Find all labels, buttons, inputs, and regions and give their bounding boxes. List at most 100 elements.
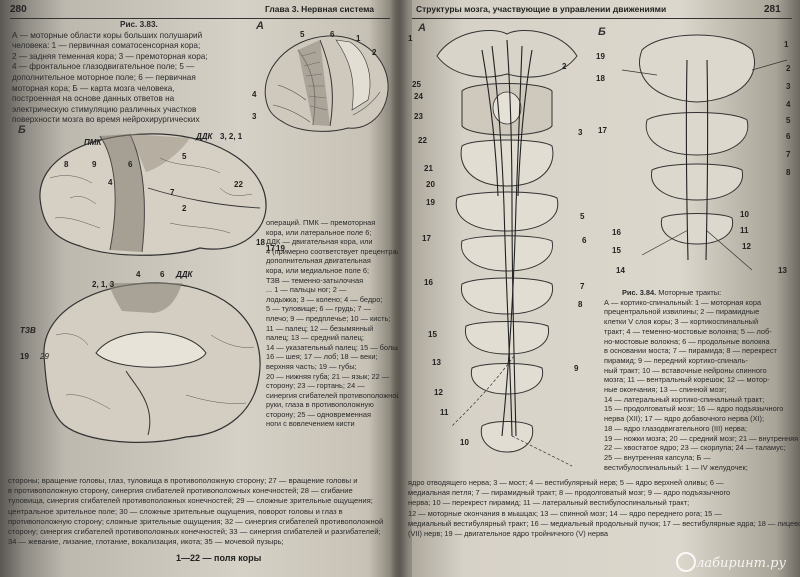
watermark-logo-icon bbox=[676, 552, 696, 572]
column-line: сторону; 25 — одновременная bbox=[266, 409, 371, 419]
caption-line: 19 — ножки мозга; 20 — средний мозг; 21 … bbox=[604, 433, 800, 443]
caption-line: поверхности мозга во время нейрохирургич… bbox=[12, 115, 200, 125]
column-line: плечо; 9 — предплечье; 10 — кисть; bbox=[266, 313, 391, 323]
brain-motor-areas-figure bbox=[264, 35, 389, 132]
vestib-label: 7 bbox=[786, 150, 791, 159]
tract-label: 23 bbox=[414, 112, 423, 121]
brain-label: 6 bbox=[330, 30, 335, 39]
column-line: 4 (примерно соответствует прецентральной… bbox=[266, 246, 398, 256]
caption-line: 18 — ядро глазодвигательного (III) нерва… bbox=[604, 423, 747, 433]
right-caption-title: Рис. 3.84. bbox=[622, 288, 657, 297]
brain-b-label: 22 bbox=[234, 180, 243, 189]
left-footer: 1—22 — поля коры bbox=[176, 553, 262, 563]
right-panel-b-label: Б bbox=[598, 26, 606, 38]
brain-b-label: 5 bbox=[182, 152, 187, 161]
medial-label: 2, 1, 3 bbox=[92, 280, 115, 289]
caption-line: построенная на основе данных ответов на bbox=[12, 94, 175, 104]
column-line: палец; 13 — средний палец; bbox=[266, 333, 364, 343]
watermark: лабиринт.ру bbox=[696, 556, 786, 571]
vestib-label: 18 bbox=[596, 74, 605, 83]
zone-pmk-label: ПМК bbox=[84, 138, 102, 147]
left-panel-a-label: А bbox=[256, 20, 264, 32]
tract-label: 12 bbox=[434, 388, 443, 397]
column-line: ноги с вовлечением кисти bbox=[266, 419, 355, 429]
column-line: верхняя часть; 19 — губы; bbox=[266, 361, 357, 371]
caption-line: нерва (XII); 17 — ядро добавочного нерва… bbox=[604, 414, 765, 424]
column-line: лодыжка; 3 — колено; 4 — бедро; bbox=[266, 294, 383, 304]
caption-line: вестибулоспинальный: 1 — IV желудочек; bbox=[604, 462, 748, 472]
vestib-label: 10 bbox=[740, 210, 749, 219]
left-column-text: операций. ПМК — премоторная кора, или ла… bbox=[266, 218, 398, 429]
left-figure-caption: Рис. 3.83. А — моторные области коры бол… bbox=[12, 20, 252, 126]
tract-label: 7 bbox=[580, 282, 585, 291]
brain-label: 4 bbox=[252, 90, 257, 99]
caption-line: прецентральной извилины; 2 — пирамидные bbox=[604, 307, 760, 317]
vestib-label: 15 bbox=[612, 246, 621, 255]
tract-label: 10 bbox=[460, 438, 469, 447]
zone-ddk-medial-label: ДДК bbox=[176, 270, 193, 279]
bottom-line: 12 — моторные окончания в мышцах; 13 — с… bbox=[408, 508, 722, 518]
column-line: 20 — нижняя губа; 21 — язык; 22 — bbox=[266, 371, 390, 381]
right-page: Структуры мозга, участвующие в управлени… bbox=[402, 0, 800, 577]
left-running-head: Глава 3. Нервная система bbox=[265, 4, 375, 14]
brain-label: 1 bbox=[356, 34, 361, 43]
vestib-label: 5 bbox=[786, 116, 791, 125]
medial-label: 29 bbox=[40, 352, 49, 361]
brain-label: 3 bbox=[252, 112, 257, 121]
brain-b-label: 8 bbox=[64, 160, 69, 169]
caption-line: А — моторные области коры больших полуша… bbox=[12, 30, 203, 40]
tract-label: 15 bbox=[428, 330, 437, 339]
tract-label: 1 bbox=[408, 34, 413, 43]
tract-label: 6 bbox=[582, 236, 587, 245]
vestib-label: 3 bbox=[786, 82, 791, 91]
vestib-label: 17 bbox=[598, 126, 607, 135]
bottom-line: сторону; синергия сгибателей противополо… bbox=[8, 527, 381, 537]
zone-tzv-label: ТЗВ bbox=[20, 326, 36, 335]
right-caption-subtitle: Моторные тракты: bbox=[658, 288, 722, 297]
bottom-line: медиальный вестибулярный тракт; 16 — мед… bbox=[408, 518, 800, 528]
caption-line: тракт; 4 — теменно-мостовые волокна; 5 —… bbox=[604, 326, 772, 336]
bottom-line: туловища, синергия сгибателей противопол… bbox=[8, 496, 373, 506]
column-line: ДДК — двигательная кора, или bbox=[266, 237, 373, 247]
tract-label: 5 bbox=[580, 212, 585, 221]
vestib-label: 13 bbox=[778, 266, 787, 275]
bottom-line: нерва; 10 — перекрест пирамид; 11 — лате… bbox=[408, 498, 690, 508]
brain-label: 5 bbox=[300, 30, 305, 39]
tract-label: 17 bbox=[422, 234, 431, 243]
caption-line: в основании моста; 7 — пирамида; 8 — пер… bbox=[604, 346, 777, 356]
right-panel-a-label: А bbox=[418, 22, 426, 34]
medial-label: 19 bbox=[20, 352, 29, 361]
caption-line: 4 — фронтальное глазодвигательное поле; … bbox=[12, 62, 195, 72]
caption-line: 15 — продолговатый мозг; 16 — ядро подъя… bbox=[604, 404, 784, 414]
brain-label: 2 bbox=[372, 48, 377, 57]
vestib-label: 11 bbox=[740, 226, 749, 235]
right-bottom-text: ядро отводящего нерва; 3 — мост; 4 — вес… bbox=[408, 478, 800, 539]
column-line: сторону; 23 — гортань; 24 — bbox=[266, 381, 365, 391]
column-line: 16 — шея; 17 — лоб; 18 — веки; bbox=[266, 352, 378, 362]
vestib-label: 16 bbox=[612, 228, 621, 237]
column-line: кора, или латеральное поле 6; bbox=[266, 227, 372, 237]
caption-line: пирамид; 9 — передний кортико-спиналь- bbox=[604, 355, 748, 365]
bottom-line: (VII) нерв; 19 — двигательное ядро тройн… bbox=[408, 529, 609, 539]
column-line: ТЗВ — теменно-затылочная bbox=[266, 275, 364, 285]
bottom-line: 34 — жевание, лизание, глотание, вокализ… bbox=[8, 537, 284, 547]
brain-b-label: 6 bbox=[128, 160, 133, 169]
caption-line: но-мостовые волокна; 6 — продольные воло… bbox=[604, 336, 770, 346]
caption-line: 14 — латеральный кортико-спинальный трак… bbox=[604, 394, 765, 404]
left-page-number: 280 bbox=[10, 4, 27, 15]
caption-line: моторная кора; Б — карта мозга человека, bbox=[12, 83, 175, 93]
caption-line: клетки V слоя коры; 3 — кортикоспинальны… bbox=[604, 317, 759, 327]
bottom-line: противоположную сторону; сложные зритель… bbox=[8, 516, 384, 526]
vestib-label: 1 bbox=[784, 40, 789, 49]
column-line: 5 — туловище; 6 — грудь; 7 — bbox=[266, 304, 371, 314]
vestibulospinal-tract-figure bbox=[621, 34, 788, 271]
brain-b-label: 4 bbox=[108, 178, 113, 187]
caption-line: 25 — внутренняя капсула; Б — bbox=[604, 452, 711, 462]
left-panel-b-label: Б bbox=[18, 124, 26, 136]
vestib-label: 2 bbox=[786, 64, 791, 73]
caption-line: А — кортико-спинальный: 1 — моторная кор… bbox=[604, 297, 762, 307]
vestib-label: 4 bbox=[786, 100, 791, 109]
bottom-line: центральное зрительное поле; 30 — сложны… bbox=[8, 506, 343, 516]
tract-label: 21 bbox=[424, 164, 433, 173]
right-header-rule bbox=[412, 18, 792, 19]
